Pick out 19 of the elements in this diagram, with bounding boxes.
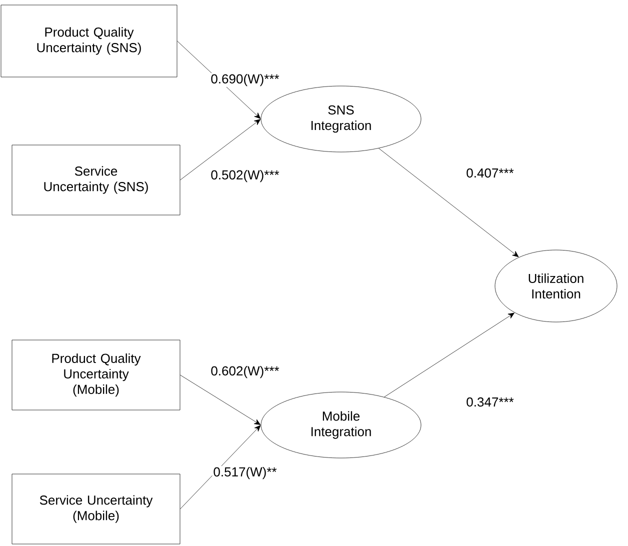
arrow — [180, 374, 261, 425]
construct-box: Product Quality Uncertainty (SNS) — [0, 4, 178, 78]
construct-box: Product Quality Uncertainty (Mobile) — [12, 340, 180, 410]
construct-box: Service Uncertainty (Mobile) — [12, 474, 180, 544]
ellipse-node: SNS Integration — [260, 86, 422, 152]
arrow — [177, 40, 261, 119]
edge-label: 0.502(W)*** — [210, 168, 280, 184]
construct-box: Service Uncertainty (SNS) — [12, 144, 180, 216]
ellipse-node: Utilization Intention — [494, 250, 618, 322]
ellipse-node: Mobile Integration — [260, 392, 422, 458]
arrow — [384, 312, 514, 398]
edge-label: 0.407*** — [465, 167, 515, 179]
arrow — [180, 425, 261, 510]
edge-label: 0.347*** — [465, 396, 515, 408]
edge-label: 0.690(W)*** — [210, 72, 280, 88]
edge-label: 0.602(W)*** — [210, 364, 280, 380]
arrow — [180, 119, 261, 180]
edge-label: 0.517(W)** — [212, 466, 278, 480]
arrow — [378, 148, 519, 258]
